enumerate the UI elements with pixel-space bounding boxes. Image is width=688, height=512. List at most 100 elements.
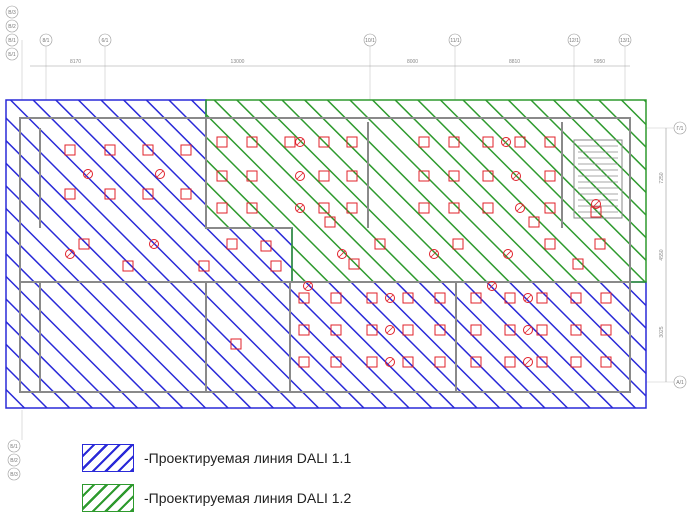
light-fixture-square — [418, 170, 430, 182]
axis-bubble-label: 8/1 — [43, 38, 50, 44]
light-fixture-square — [142, 144, 154, 156]
dimension-label: 4550 — [659, 249, 665, 260]
axis-bubble — [5, 5, 19, 19]
light-fixture-square — [366, 324, 378, 336]
light-fixture-square — [536, 292, 548, 304]
light-fixture-square — [180, 144, 192, 156]
light-fixture-square — [504, 356, 516, 368]
light-fixture-round-mark — [430, 250, 438, 258]
light-fixture-square — [600, 324, 612, 336]
dimension-label: 3025 — [659, 326, 665, 337]
legend-swatch-blue-hatch — [82, 444, 134, 472]
light-fixture-square — [270, 260, 282, 272]
axis-bubble — [448, 33, 462, 47]
outer-wall — [19, 117, 631, 393]
light-fixture-square — [260, 240, 272, 252]
light-fixture-square — [482, 136, 494, 148]
light-fixture-square — [104, 188, 116, 200]
light-fixture-round — [501, 137, 511, 147]
light-fixture-square — [346, 202, 358, 214]
light-fixture-round — [155, 169, 165, 179]
light-fixture-round-mark — [156, 170, 164, 178]
light-fixture-round-mark — [386, 326, 394, 334]
light-fixture-round-mark — [524, 326, 532, 334]
light-fixture-round — [523, 325, 533, 335]
dimension-label: 8170 — [70, 59, 81, 65]
light-fixture-round — [503, 249, 513, 259]
light-fixture-square — [600, 356, 612, 368]
light-fixture-square — [318, 170, 330, 182]
light-fixture-square — [544, 238, 556, 250]
light-fixture-round-mark — [524, 358, 532, 366]
light-fixture-round-mark — [66, 250, 74, 258]
light-fixture-square — [298, 356, 310, 368]
light-fixture-square — [324, 216, 336, 228]
axis-bubble-label: В/3 — [10, 472, 18, 478]
axis-bubble — [5, 19, 19, 33]
light-fixture-square — [570, 356, 582, 368]
axis-bubble — [673, 375, 687, 389]
building-walls — [19, 117, 631, 393]
axis-bubble-label: Г/1 — [677, 126, 684, 132]
legend-label-dali-1-2: -Проектируемая линия DALI 1.2 — [144, 490, 352, 506]
light-fixture-round-mark — [592, 200, 600, 208]
light-fixture-square — [600, 292, 612, 304]
light-fixture-square — [230, 338, 242, 350]
light-fixture-square — [504, 324, 516, 336]
light-fixture-round — [295, 137, 305, 147]
axis-bubble-label: А/1 — [676, 380, 684, 386]
axis-bubble-label: 12/1 — [569, 38, 579, 44]
light-fixture-square — [64, 144, 76, 156]
light-fixture-round-mark — [338, 250, 346, 258]
light-fixture-round-mark — [296, 138, 304, 146]
axis-bubble-label: B/3 — [8, 10, 16, 16]
light-fixture-square — [216, 202, 228, 214]
dimension-label: 13000 — [231, 59, 245, 65]
axis-bubble-label: 11/1 — [450, 38, 460, 44]
light-fixture-square — [448, 136, 460, 148]
light-fixture-square — [402, 356, 414, 368]
axis-bubble — [7, 439, 21, 453]
light-fixture-square — [536, 324, 548, 336]
light-fixture-round — [337, 249, 347, 259]
light-fixture-square — [348, 258, 360, 270]
light-fixture-square — [570, 324, 582, 336]
light-fixture-round — [385, 325, 395, 335]
dimension-label: 8810 — [509, 59, 520, 65]
light-fixture-square — [482, 202, 494, 214]
light-fixture-square — [330, 324, 342, 336]
light-fixture-square — [452, 238, 464, 250]
axis-bubble — [567, 33, 581, 47]
light-fixture-square — [504, 292, 516, 304]
light-fixture-round-mark — [516, 204, 524, 212]
light-fixture-round-mark — [386, 358, 394, 366]
axis-bubble — [98, 33, 112, 47]
stair-block — [573, 139, 623, 219]
light-fixture-round — [303, 281, 313, 291]
light-fixture-round-mark — [304, 282, 312, 290]
light-fixture-square — [246, 136, 258, 148]
axis-bubble — [39, 33, 53, 47]
axis-bubble-label: Б/1 — [8, 52, 16, 58]
light-fixture-round — [65, 249, 75, 259]
light-fixture-square — [514, 136, 526, 148]
light-fixture-square — [298, 324, 310, 336]
light-fixture-square — [346, 170, 358, 182]
light-fixture-square — [434, 324, 446, 336]
light-fixtures — [64, 136, 612, 368]
axis-bubble-label: В/2 — [10, 458, 18, 464]
light-fixture-square — [570, 292, 582, 304]
light-fixture-square — [318, 136, 330, 148]
lighting-zones — [5, 99, 647, 409]
light-fixture-square — [366, 292, 378, 304]
axis-bubble — [673, 121, 687, 135]
light-fixture-round — [83, 169, 93, 179]
axis-bubble-label: B/1 — [8, 38, 16, 44]
light-fixture-round — [511, 171, 521, 181]
light-fixture-round-mark — [504, 250, 512, 258]
staircase — [578, 145, 618, 213]
light-fixture-round — [515, 203, 525, 213]
dimension-label: 8000 — [407, 59, 418, 65]
